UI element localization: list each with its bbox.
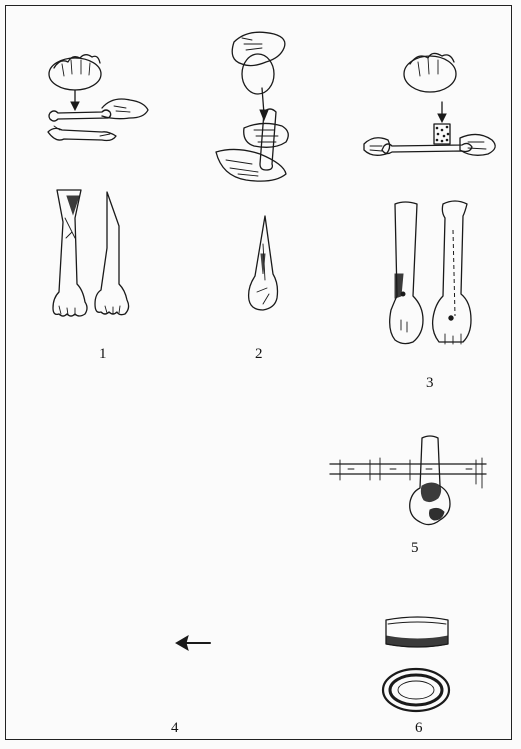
illustration-3-hand-press [362, 48, 502, 168]
illustration-1-split-bones [45, 188, 145, 338]
label-2: 2 [255, 347, 263, 362]
illustration-2-awl [243, 214, 283, 314]
label-4: 4 [171, 721, 179, 736]
label-6: 6 [415, 721, 423, 736]
label-5: 5 [411, 541, 419, 556]
illustration-5-bone-cutting [326, 434, 506, 538]
label-1: 1 [99, 347, 107, 362]
illustration-3-bones [385, 200, 485, 350]
illustration-6-bone-ring [378, 610, 458, 714]
illustration-2-hand-grip [204, 28, 314, 188]
arrow-left-icon [174, 633, 214, 653]
illustration-1-hand-strike [40, 50, 160, 160]
label-3: 3 [426, 376, 434, 391]
